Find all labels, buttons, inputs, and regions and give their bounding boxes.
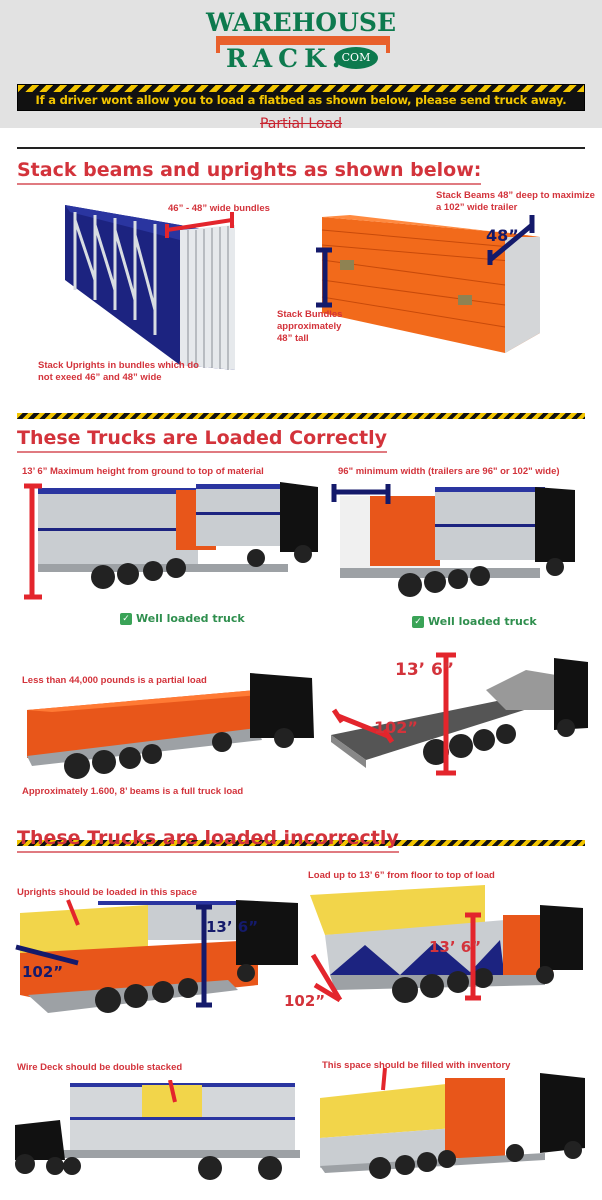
section-title-stack: Stack beams and uprights as shown below: [17, 158, 482, 185]
uprights-caption: Stack Uprights in bundles which do not e… [38, 360, 199, 383]
logo-warehouse: WAREHOUSE [205, 8, 396, 37]
incorrect2-height-label: 13’ 6” [429, 938, 482, 956]
section-title-incorrect: These Trucks are loaded incorrectly [17, 826, 399, 853]
partial-load-struck: Partial Load [259, 116, 343, 132]
hazard-stripe [18, 85, 584, 92]
truck3-caption-bottom: Approximately 1.600, 8’ beams is a full … [22, 786, 244, 797]
beams-depth-label: 48” [486, 226, 519, 245]
truck2-caption: 96" minimum width (trailers are 96" or 1… [338, 466, 560, 477]
incorrect2-caption: Load up to 13’ 6” from floor to top of l… [308, 870, 495, 881]
truck-correct-width-illustration [331, 484, 575, 597]
hazard-divider [17, 413, 585, 419]
warning-text: If a driver wont allow you to load a fla… [35, 93, 567, 107]
truck-partial-load-illustration [27, 673, 314, 779]
incorrect3-caption: Wire Deck should be double stacked [17, 1062, 183, 1073]
truck-correct-height-illustration [24, 482, 318, 600]
incorrect1-width-label: 102” [22, 963, 64, 981]
truck-unfilled-space-illustration [320, 1068, 585, 1179]
truck3-caption-top: Less than 44,000 pounds is a partial loa… [22, 675, 207, 686]
empty-flatbed-illustration [331, 652, 588, 776]
incorrect4-caption: This space should be filled with invento… [322, 1060, 511, 1071]
uprights-bundle-illustration [65, 205, 235, 370]
logo-rack: RACK. [226, 44, 347, 73]
uprights-width-label: 46” - 48” wide bundles [168, 203, 270, 214]
bundles-caption: Stack Bundles approximately 48” tall [277, 309, 343, 344]
check-icon: ✓ [120, 612, 132, 625]
divider [17, 147, 585, 149]
incorrect1-height-label: 13’ 6” [206, 918, 259, 936]
truck1-caption: 13’ 6” Maximum height from ground to top… [22, 466, 264, 477]
check-icon: ✓ [412, 615, 424, 628]
beams-caption: Stack Beams 48” deep to maximize a 102” … [436, 190, 595, 213]
truck-underheight-illustration [310, 885, 583, 1003]
truck1-status: ✓ Well loaded truck [120, 612, 245, 625]
flatbed-height-label: 13’ 6” [395, 660, 455, 680]
truck-missing-uprights-illustration [15, 899, 298, 1013]
logo-beam-graphic [216, 36, 390, 53]
beams-bundle-illustration [316, 215, 540, 353]
incorrect1-caption: Uprights should be loaded in this space [17, 887, 197, 898]
flatbed-width-label: 102” [374, 718, 418, 737]
section-title-correct: These Trucks are Loaded Correctly [17, 426, 388, 453]
truck2-status: ✓ Well loaded truck [412, 615, 537, 628]
truck-single-stacked-deck-illustration [15, 1080, 300, 1180]
hazard-divider [17, 840, 585, 846]
logo-com-badge: COM [334, 47, 378, 69]
incorrect2-width-label: 102” [284, 992, 326, 1010]
warning-banner: If a driver wont allow you to load a fla… [17, 84, 585, 111]
truck2-status-label: Well loaded truck [428, 615, 537, 628]
truck1-status-label: Well loaded truck [136, 612, 245, 625]
header: WAREHOUSE RACK. COM If a driver wont all… [0, 0, 602, 132]
